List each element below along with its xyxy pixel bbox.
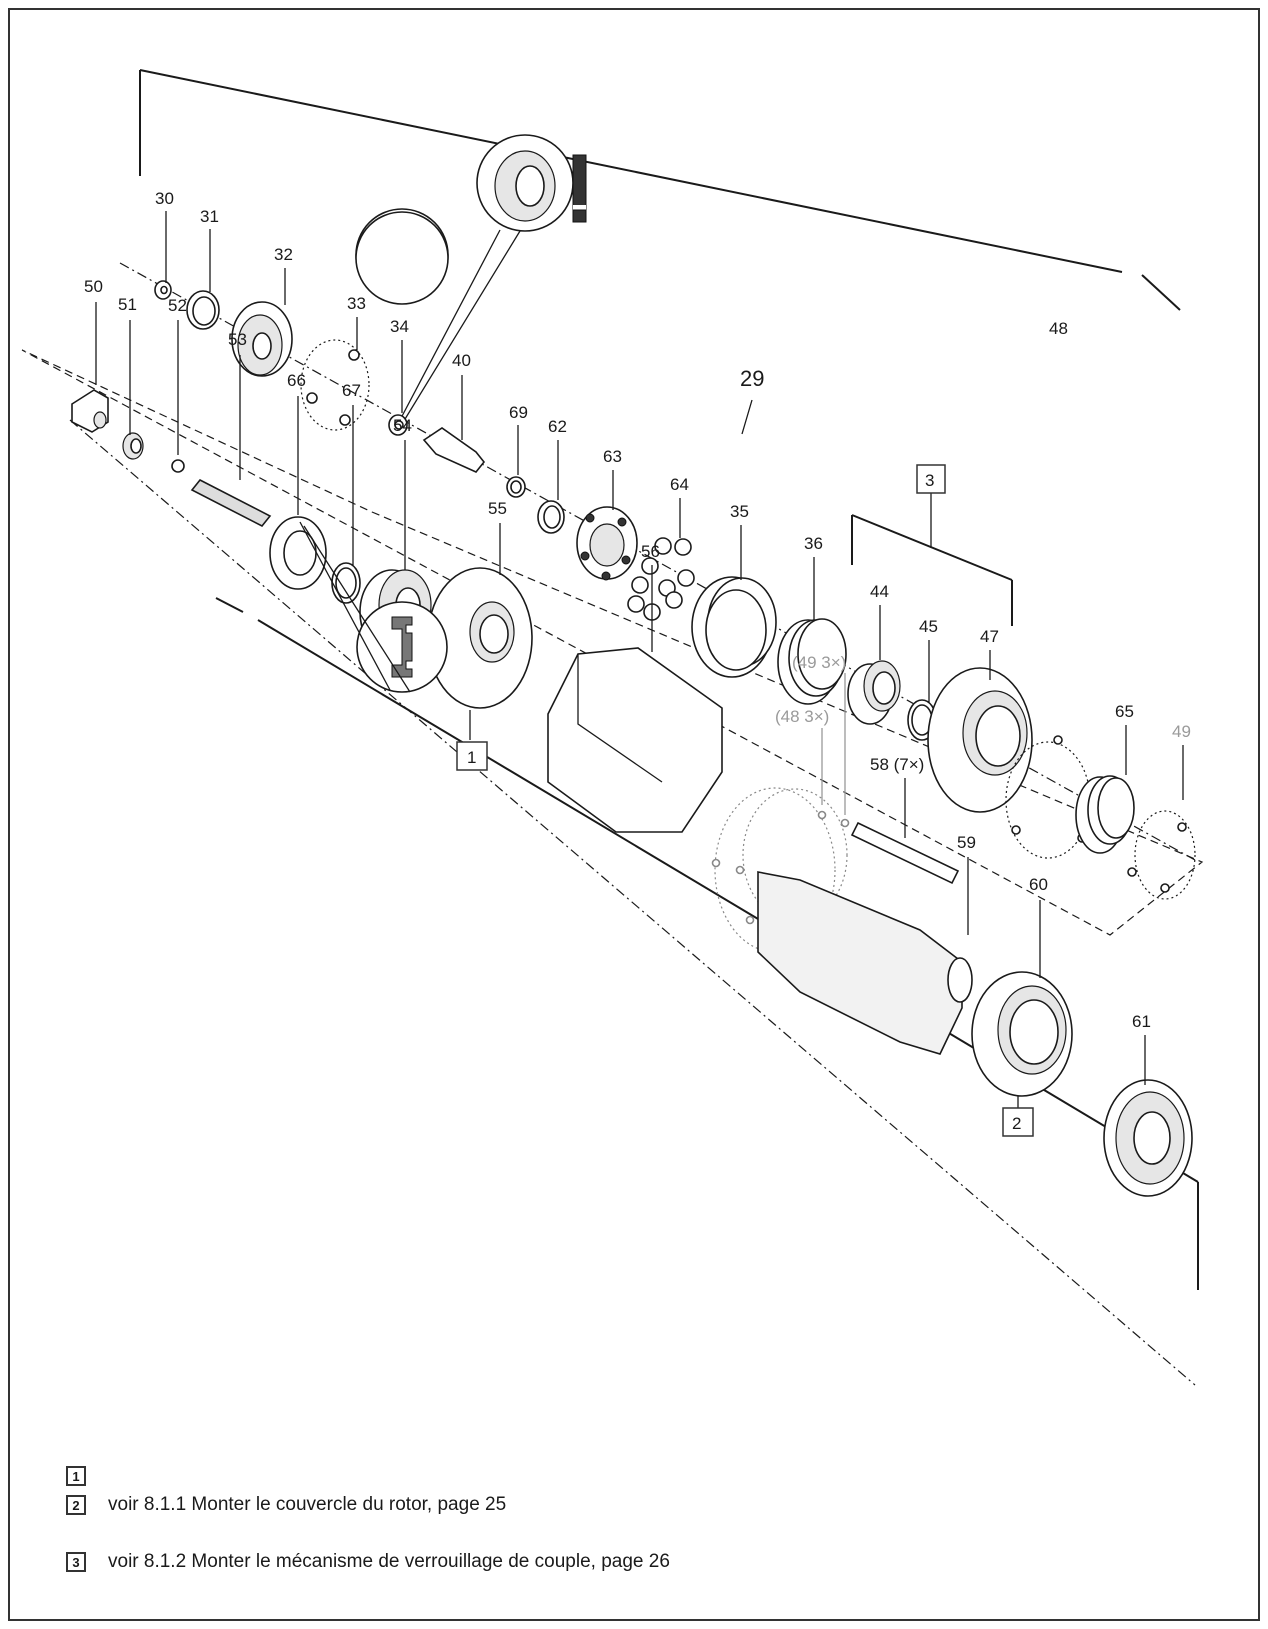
part-60	[971, 900, 1073, 1108]
label-47: 47	[980, 627, 999, 646]
part-34	[388, 340, 408, 436]
part-67	[331, 405, 361, 604]
label-49-3x: (49 3×)	[792, 653, 846, 672]
part-53	[190, 355, 272, 528]
page-frame	[8, 8, 1260, 1621]
label-44: 44	[870, 582, 889, 601]
label-30: 30	[155, 189, 174, 208]
label-32: 32	[274, 245, 293, 264]
part-52	[171, 320, 185, 473]
label-58: 58 (7×)	[870, 755, 924, 774]
part-labels: 30 31 32 33 34 40 29 69 62 63 64 35 36 4…	[84, 189, 1191, 1031]
svg-text:3: 3	[925, 471, 934, 490]
label-52: 52	[168, 296, 187, 315]
subassembly-dashed-box	[21, 349, 1204, 936]
label-67: 67	[342, 381, 361, 400]
label-49: 49	[1172, 722, 1191, 741]
legend-num-2: 2	[66, 1495, 86, 1515]
callout-3: 3	[916, 464, 946, 494]
part-64	[627, 498, 695, 621]
part-50	[71, 302, 109, 433]
label-48: 48	[1049, 319, 1068, 338]
part-66	[269, 396, 327, 590]
part-40	[422, 375, 486, 473]
detail-magnifier-66	[355, 211, 449, 305]
part-49	[1127, 745, 1196, 900]
legend-item-2: 2 voir 8.1.1 Monter le couvercle du roto…	[66, 1494, 506, 1516]
part-36	[777, 557, 847, 705]
label-69: 69	[509, 403, 528, 422]
label-50: 50	[84, 277, 103, 296]
part-49-ghost	[735, 673, 850, 925]
part-30	[154, 211, 172, 300]
label-62: 62	[548, 417, 567, 436]
part-62	[537, 440, 565, 534]
label-40: 40	[452, 351, 471, 370]
label-33: 33	[347, 294, 366, 313]
legend-item-3: 3 voir 8.1.2 Monter le mécanisme de verr…	[66, 1551, 670, 1573]
label-61: 61	[1132, 1012, 1151, 1031]
label-59: 59	[957, 833, 976, 852]
label-35: 35	[730, 502, 749, 521]
part-59	[757, 857, 973, 1055]
label-34: 34	[390, 317, 409, 336]
part-33	[300, 317, 370, 431]
callout-1: 1	[456, 741, 488, 771]
legend-num-3: 3	[66, 1552, 86, 1572]
part-56	[547, 565, 723, 833]
label-54: 54	[393, 416, 412, 435]
part-31	[186, 229, 220, 330]
legend-text-2: voir 8.1.1 Monter le couvercle du rotor,…	[108, 1494, 507, 1515]
bracket-3	[851, 478, 1013, 626]
part-58	[850, 778, 960, 885]
lower-axis	[69, 419, 1196, 1386]
part-63	[576, 470, 638, 581]
label-63: 63	[603, 447, 622, 466]
legend-item-1: 1	[66, 1466, 108, 1486]
part-35	[691, 525, 777, 678]
label-60: 60	[1029, 875, 1048, 894]
label-55: 55	[488, 499, 507, 518]
label-56: 56	[641, 542, 660, 561]
part-65	[1075, 725, 1135, 854]
label-45: 45	[919, 617, 938, 636]
legend-num-1: 1	[66, 1466, 86, 1486]
part-44	[847, 605, 901, 725]
svg-text:2: 2	[1012, 1114, 1021, 1133]
callout-2: 2	[1002, 1107, 1034, 1137]
legend-text-3: voir 8.1.2 Monter le mécanisme de verrou…	[108, 1551, 670, 1572]
label-66: 66	[287, 371, 306, 390]
part-32	[231, 268, 293, 377]
label-51: 51	[118, 295, 137, 314]
svg-text:1: 1	[467, 748, 476, 767]
part-51	[122, 320, 144, 460]
label-65: 65	[1115, 702, 1134, 721]
part-69	[506, 425, 526, 498]
part-61	[1103, 1035, 1193, 1197]
label-64: 64	[670, 475, 689, 494]
part-47	[927, 650, 1033, 813]
label-36: 36	[804, 534, 823, 553]
upper-assembly-bracket	[139, 69, 1181, 435]
label-31: 31	[200, 207, 219, 226]
label-29: 29	[740, 366, 764, 391]
warning-mark-top	[572, 154, 587, 223]
part-55	[427, 523, 533, 740]
label-53: 53	[228, 330, 247, 349]
label-48-3x: (48 3×)	[775, 707, 829, 726]
magnifier-circle-66	[299, 521, 448, 693]
